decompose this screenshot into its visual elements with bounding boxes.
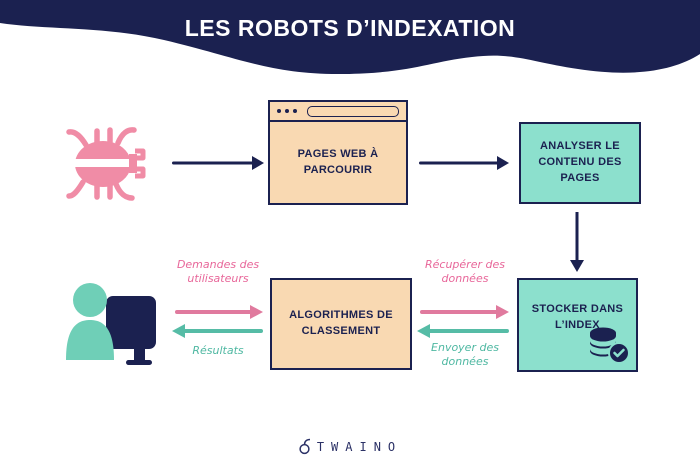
arrow-pages-to-analyser [419, 155, 509, 171]
node-stocker: STOCKER DANS L’INDEX [517, 278, 638, 372]
label-resultats: Résultats [192, 344, 244, 357]
leaf-icon [299, 438, 310, 455]
node-analyser: ANALYSER LE CONTENU DES PAGES [519, 122, 641, 204]
browser-titlebar [270, 102, 406, 122]
database-check-icon [590, 327, 630, 364]
browser-dot-icon [277, 109, 281, 113]
arrow-algo-to-user [172, 323, 263, 339]
twaino-logo: TWAINO [0, 438, 700, 455]
label-recuperer-donnees: Récupérer des données [425, 258, 505, 286]
browser-dot-icon [293, 109, 297, 113]
arrow-bug-to-pages [172, 155, 264, 171]
arrow-analyser-to-stocker [569, 212, 585, 272]
browser-addressbar [307, 105, 399, 117]
browser-dot-icon [285, 109, 289, 113]
node-stocker-label: STOCKER DANS L’INDEX [531, 303, 624, 331]
arrow-stocker-to-algo [417, 323, 509, 339]
page-title: LES ROBOTS D’INDEXATION [184, 15, 516, 41]
bug-icon [66, 127, 146, 201]
banner-wave [0, 0, 700, 75]
user-at-computer-icon [66, 283, 156, 365]
logo-text: TWAINO [316, 439, 403, 454]
node-pages-web-label: PAGES WEB À PARCOURIR [297, 147, 379, 176]
label-demandes-utilisateurs: Demandes des utilisateurs [176, 258, 260, 286]
arrow-algo-to-stocker [420, 304, 509, 320]
node-pages-web: PAGES WEB À PARCOURIR [268, 100, 408, 205]
node-algorithmes: ALGORITHMES DE CLASSEMENT [270, 278, 412, 370]
label-envoyer-donnees: Envoyer des données [431, 341, 499, 369]
arrow-user-to-algo [175, 304, 263, 320]
